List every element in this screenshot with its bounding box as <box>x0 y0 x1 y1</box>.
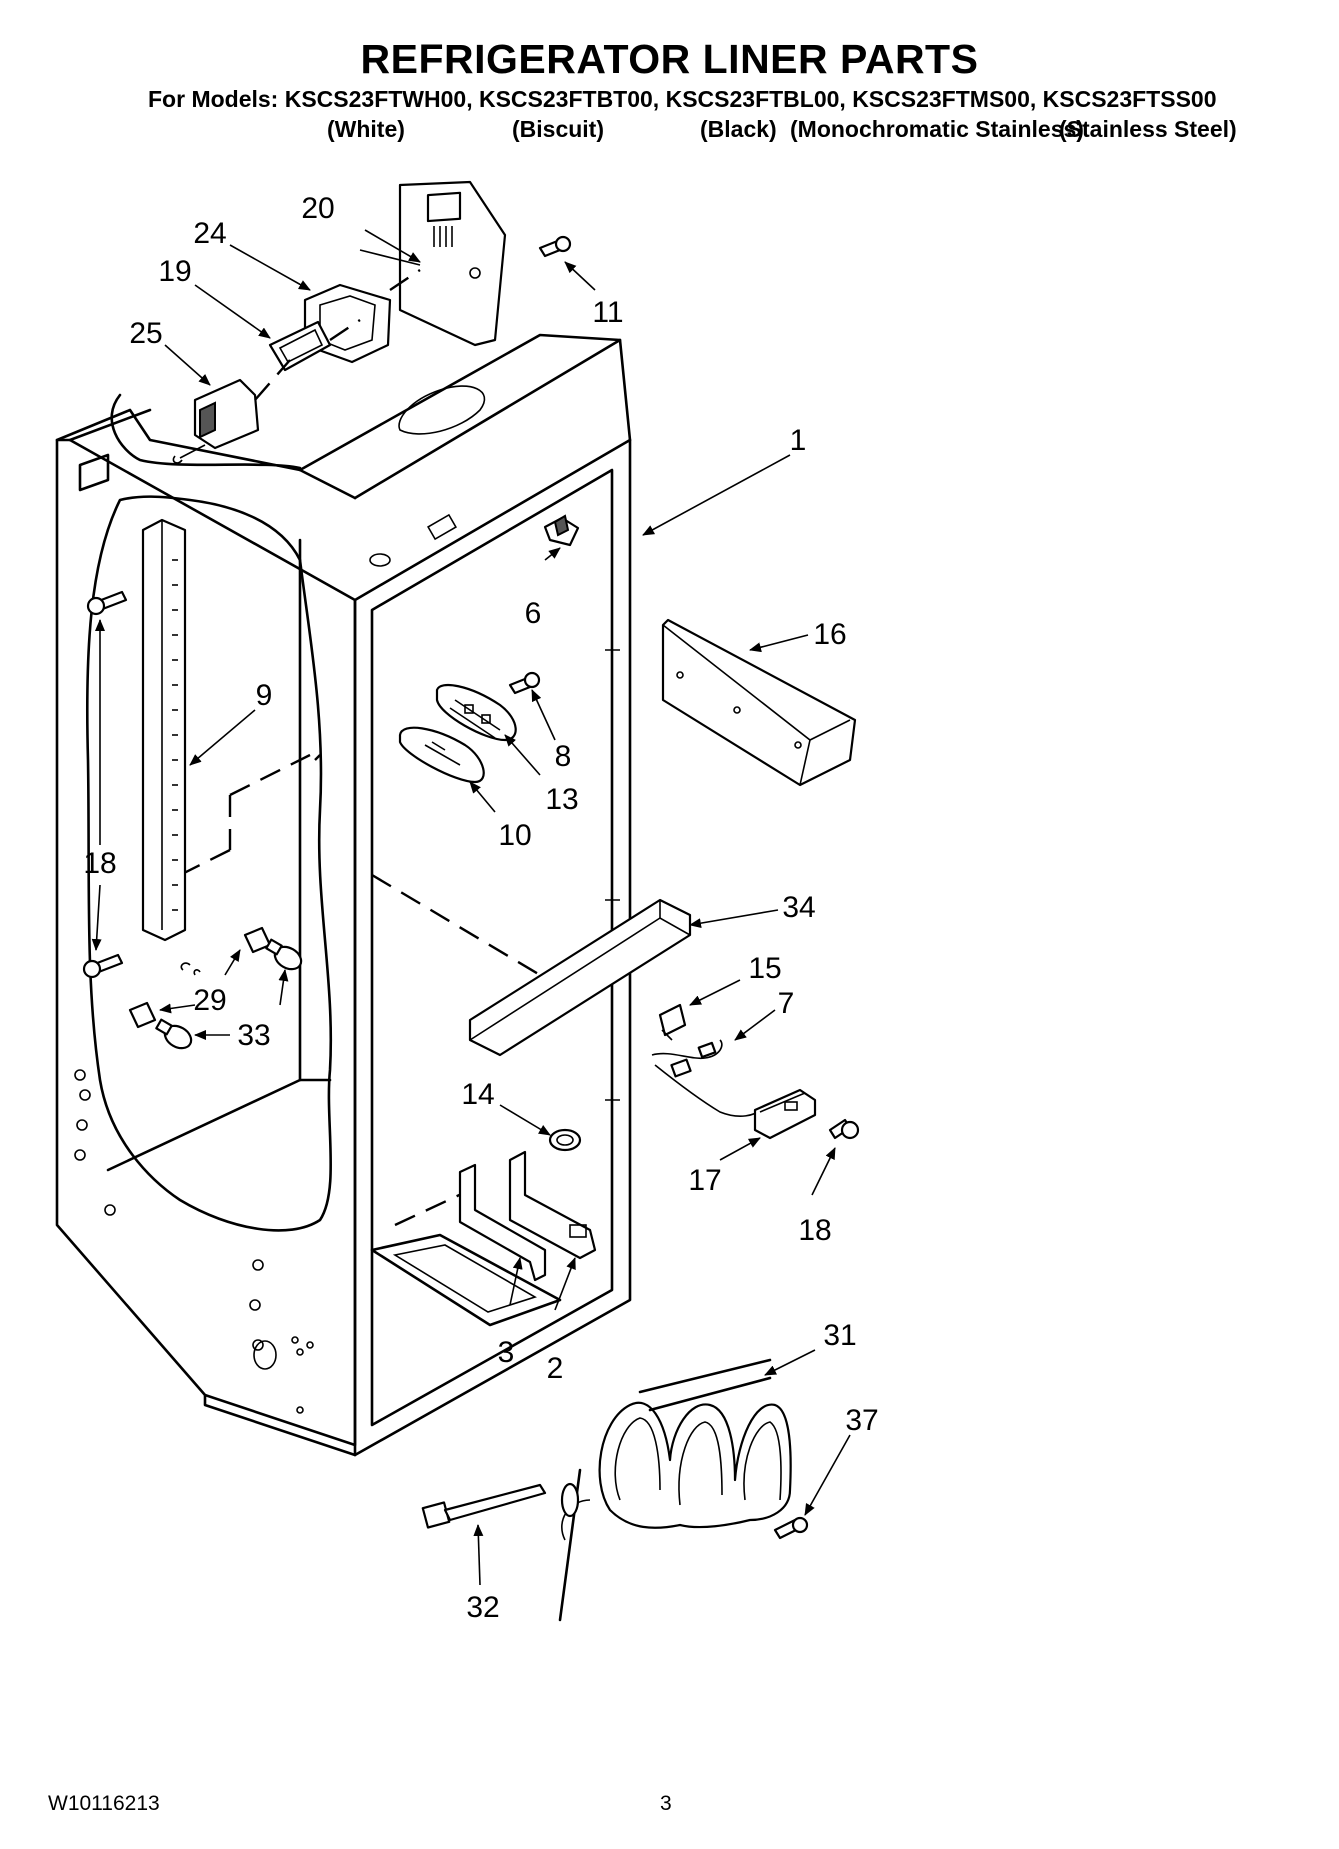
callout-17: 17 <box>688 1164 721 1197</box>
callout-7: 7 <box>778 987 795 1020</box>
part-16-cover <box>661 618 857 787</box>
callout-33: 33 <box>237 1019 270 1052</box>
callout-11: 11 <box>592 296 623 329</box>
part-31-heater <box>558 1358 792 1622</box>
part-34-support-rail <box>468 898 692 1057</box>
page-number: 3 <box>660 1792 672 1815</box>
callout-16: 16 <box>813 618 846 651</box>
callout-25: 25 <box>129 317 162 350</box>
part-8-screw <box>508 671 541 695</box>
part-14-grommet <box>548 1128 582 1152</box>
callout-37: 37 <box>845 1404 878 1437</box>
callout-6: 6 <box>525 597 542 630</box>
callout-15: 15 <box>748 952 781 985</box>
callout-10: 10 <box>498 819 531 852</box>
finish-biscuit: (Biscuit) <box>512 116 604 142</box>
part-11-screw <box>538 235 572 258</box>
part-29-light-socket <box>128 926 272 1029</box>
callout-18-left: 18 <box>83 847 116 880</box>
part-3-bracket <box>458 1163 547 1282</box>
callout-34: 34 <box>782 891 815 924</box>
part-19-gasket <box>268 320 332 372</box>
callout-19: 19 <box>158 255 191 288</box>
part-20-control-housing <box>398 180 507 347</box>
part-32-cable-tie <box>421 1483 547 1529</box>
finish-black: (Black) <box>700 116 777 142</box>
part-33-light-bulb <box>155 938 303 1050</box>
refrigerator-liner <box>55 333 632 1457</box>
callout-8: 8 <box>555 740 572 773</box>
part-25-light-switch <box>172 378 260 464</box>
page-title: REFRIGERATOR LINER PARTS <box>360 36 979 82</box>
callout-labels: 1 2 3 6 7 8 9 10 11 13 14 15 16 17 18 18… <box>83 192 878 1624</box>
callout-24: 24 <box>193 217 226 250</box>
part-6-clip <box>543 514 580 547</box>
part-13-bracket <box>435 683 517 742</box>
document-number: W10116213 <box>48 1792 160 1815</box>
part-18-screw-lower <box>82 953 124 979</box>
part-18-screw-upper <box>86 590 128 616</box>
part-17-module <box>753 1088 817 1140</box>
callout-9: 9 <box>256 679 273 712</box>
finish-monochromatic-stainless: (Monochromatic Stainless) <box>790 116 1084 142</box>
callout-13: 13 <box>545 783 578 816</box>
finish-stainless-steel: (Stainless Steel) <box>1059 116 1237 142</box>
models-line: For Models: KSCS23FTWH00, KSCS23FTBT00, … <box>148 86 1217 112</box>
callout-31: 31 <box>823 1319 856 1352</box>
finish-white: (White) <box>327 116 405 142</box>
callout-29: 29 <box>193 984 226 1017</box>
part-18-screw-right <box>828 1118 860 1140</box>
callout-2: 2 <box>547 1352 564 1385</box>
callout-3: 3 <box>498 1336 515 1369</box>
callout-18-right: 18 <box>798 1214 831 1247</box>
part-9-shelf-ladder <box>141 518 187 942</box>
callout-20: 20 <box>301 192 334 225</box>
callout-32: 32 <box>466 1591 499 1624</box>
part-7-wire-harness <box>651 1039 761 1117</box>
callout-leaders <box>91 229 851 1586</box>
callout-1: 1 <box>790 424 807 457</box>
callout-14: 14 <box>461 1078 494 1111</box>
part-2-bracket <box>508 1150 597 1260</box>
part-10-cover-plate <box>398 726 485 784</box>
part-37-screw <box>773 1516 809 1540</box>
part-15-clip <box>658 1003 687 1041</box>
